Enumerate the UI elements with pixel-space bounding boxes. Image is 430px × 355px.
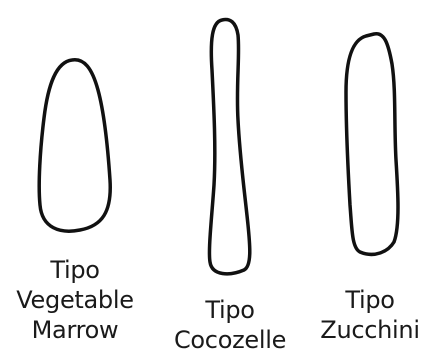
label-line: Tipo <box>0 255 150 285</box>
label-line: Marrow <box>0 315 150 345</box>
label-line: Cocozelle <box>160 325 300 355</box>
label-zucchini: Tipo Zucchini <box>305 285 430 345</box>
label-line: Vegetable <box>0 285 150 315</box>
zucchini-outline-icon <box>346 34 398 255</box>
label-vegetable-marrow: Tipo Vegetable Marrow <box>0 255 150 345</box>
label-line: Tipo <box>305 285 430 315</box>
vegetable-marrow-outline-icon <box>39 60 110 231</box>
label-line: Tipo <box>160 295 300 325</box>
label-line: Zucchini <box>305 315 430 345</box>
cocozelle-outline-icon <box>209 20 249 274</box>
label-cocozelle: Tipo Cocozelle <box>160 295 300 355</box>
